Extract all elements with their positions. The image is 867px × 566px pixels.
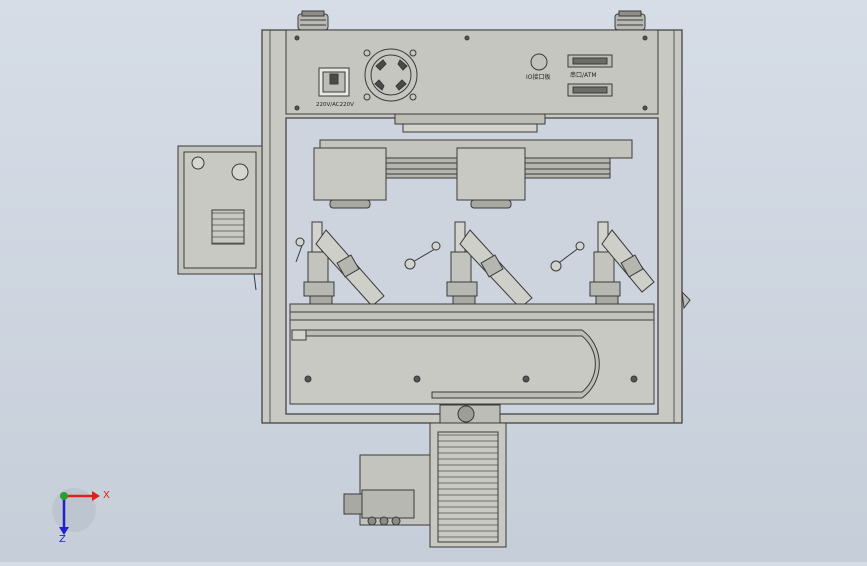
connector-label: 串口/ATM <box>570 71 597 79</box>
x-axis-label: X <box>103 490 110 501</box>
nozzle-assembly-1 <box>295 221 385 307</box>
conveyor-belt <box>289 319 655 405</box>
power-switch-label: 220V/AC220V <box>316 102 354 108</box>
db-connector-top[interactable] <box>567 54 613 68</box>
carriage-center <box>456 147 526 209</box>
y-axis-dot <box>60 492 68 500</box>
side-control-box <box>177 145 263 291</box>
io-port[interactable] <box>530 53 548 71</box>
z-axis-label: Z <box>59 534 66 545</box>
drive-unit <box>429 404 507 548</box>
nozzle-assembly-3 <box>550 221 655 307</box>
top-connector-right <box>614 10 646 31</box>
axis-triad <box>52 488 100 535</box>
io-port-label: IO接口板 <box>526 73 551 81</box>
carriage-left <box>313 147 387 209</box>
motor-housing <box>343 454 431 526</box>
cooling-fan-icon <box>363 48 418 102</box>
db-connector-bottom[interactable] <box>567 83 613 97</box>
top-connector-left <box>297 10 329 31</box>
power-switch[interactable] <box>318 67 350 97</box>
